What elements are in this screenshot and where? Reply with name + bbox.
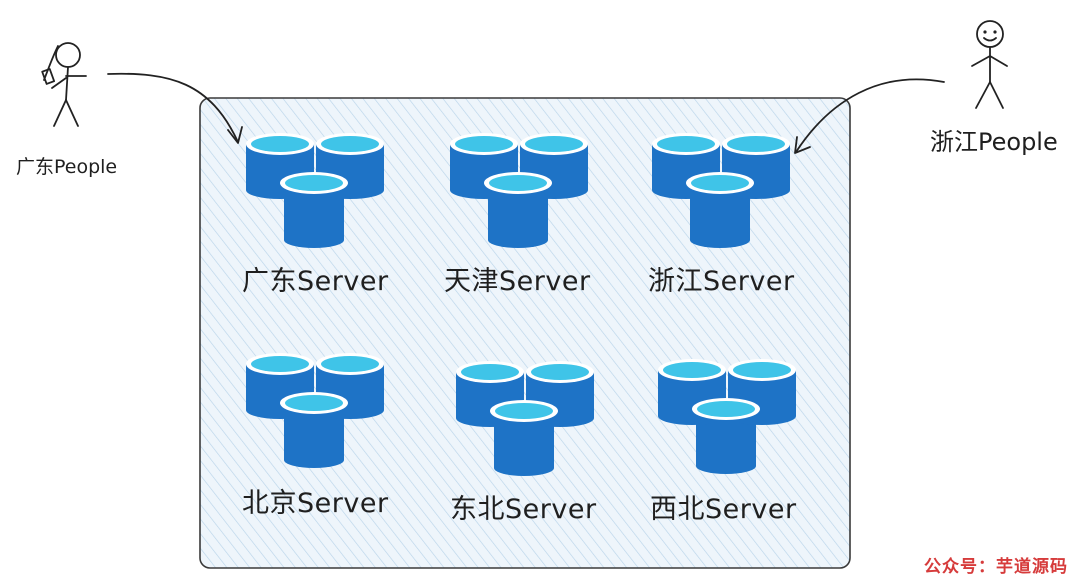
person-icon (41, 42, 87, 127)
server-label: 天津Server (444, 266, 591, 297)
server-tianjin: 天津Server (444, 133, 591, 297)
server-label: 西北Server (650, 494, 797, 525)
server-zhejiang: 浙江Server (648, 133, 795, 297)
person-zhejiang: 浙江People (930, 20, 1058, 156)
server-beijing: 北京Server (242, 353, 389, 519)
server-label: 北京Server (242, 488, 389, 519)
server-dongbei: 东北Server (450, 361, 597, 525)
person-guangdong: 广东People (16, 42, 117, 178)
server-label: 浙江Server (648, 266, 795, 297)
person-label: 浙江People (930, 128, 1058, 156)
server-label: 广东Server (242, 266, 389, 297)
person-label: 广东People (16, 156, 117, 178)
server-panel (199, 97, 851, 569)
server-guangdong: 广东Server (242, 133, 389, 297)
server-label: 东北Server (450, 494, 597, 525)
arrow-guangdong-to-server (107, 72, 243, 144)
person-icon (971, 20, 1008, 109)
server-xibei: 西北Server (650, 359, 797, 525)
arrow-zhejiang-to-server (794, 78, 945, 154)
watermark: 公众号：芋道源码 (924, 557, 1068, 577)
